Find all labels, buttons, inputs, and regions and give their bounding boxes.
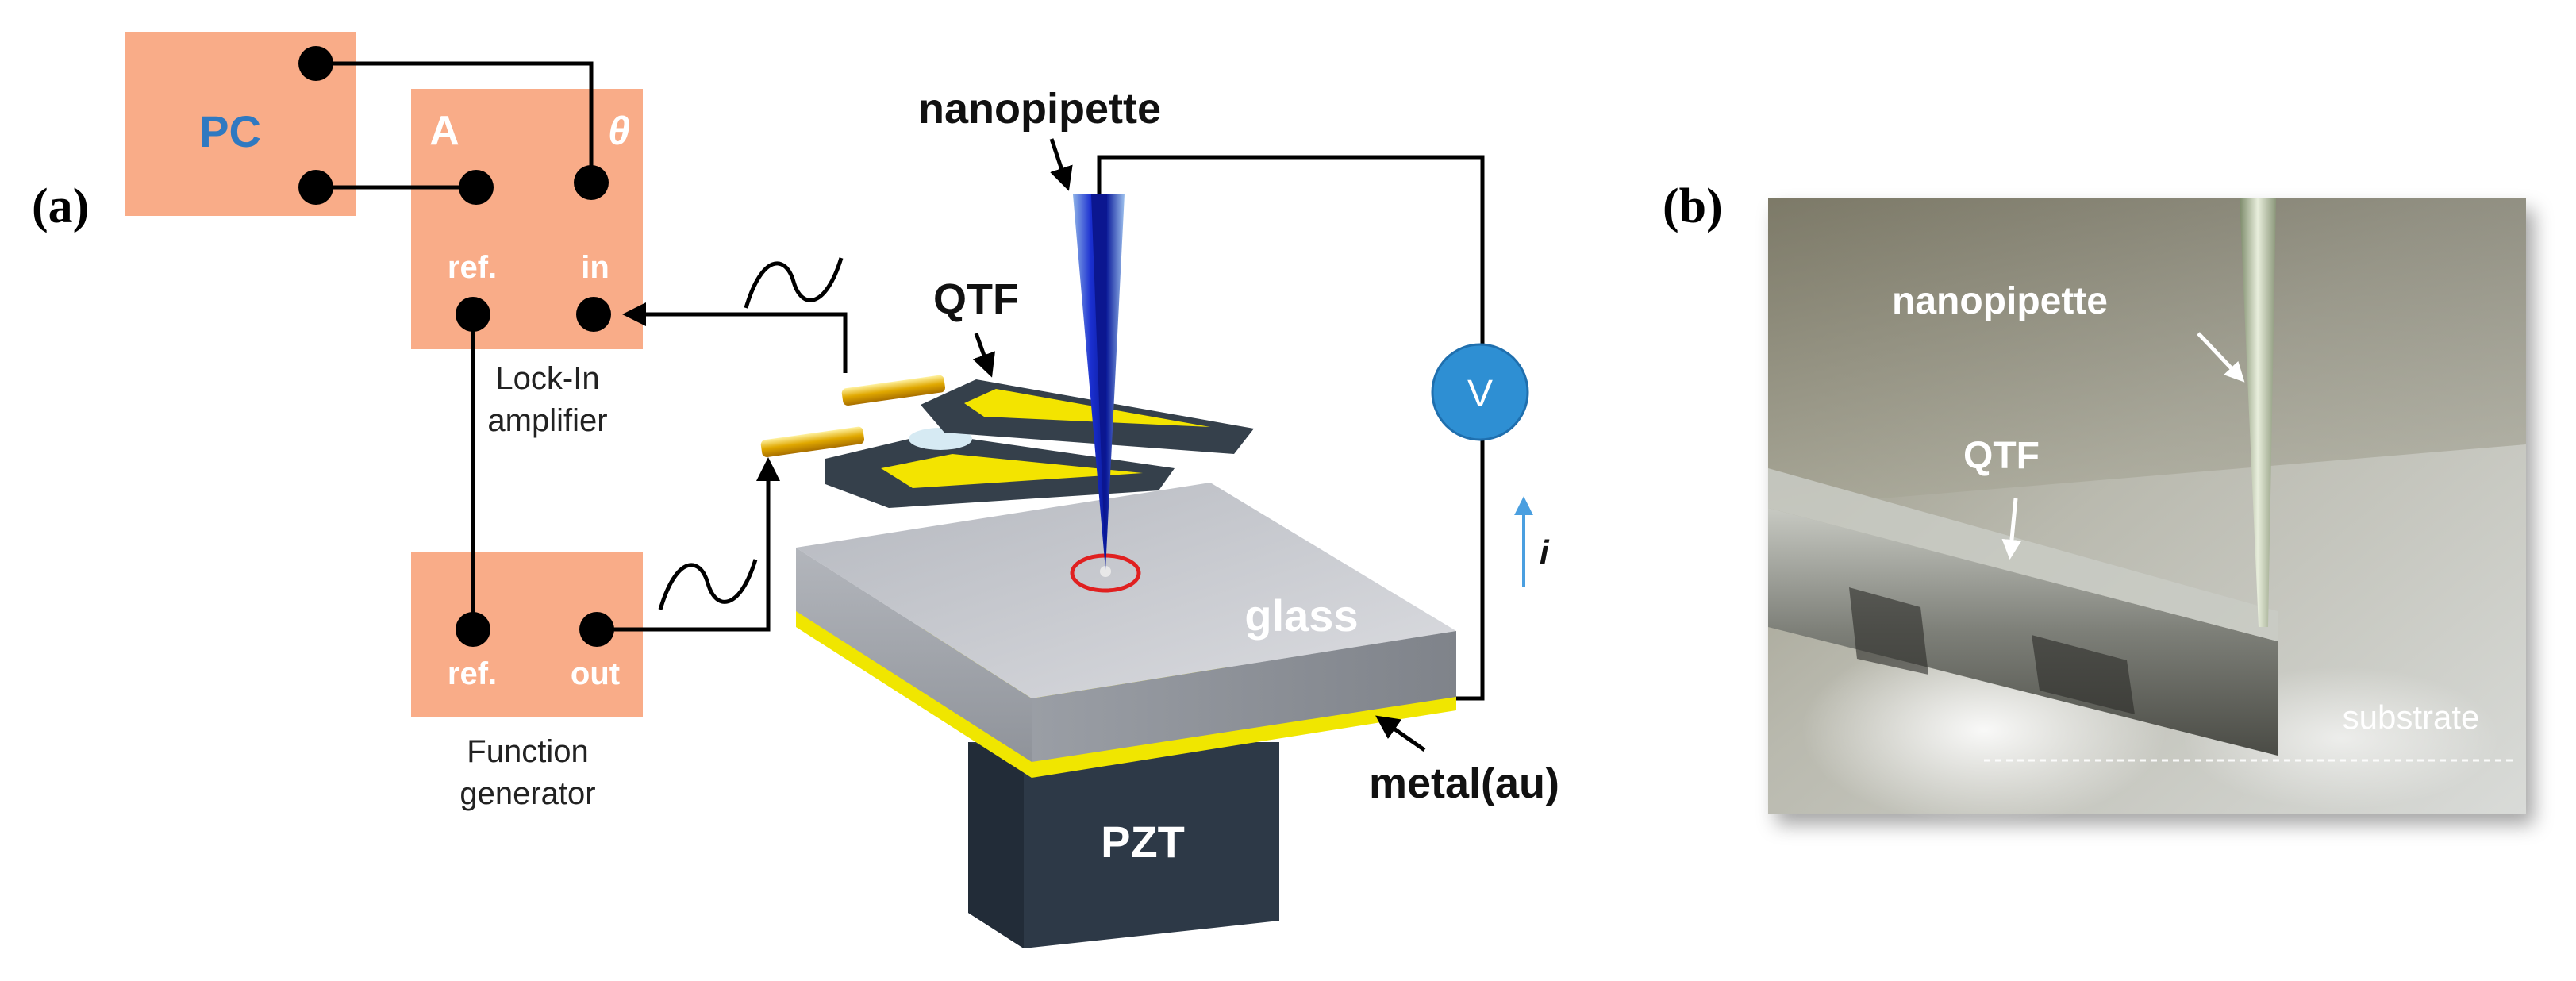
voltmeter: V (1431, 343, 1529, 441)
pzt-label: PZT (1101, 817, 1185, 867)
pc-label: PC (199, 106, 261, 156)
nanopipette-pointer (1049, 138, 1073, 191)
wire-qtf-in (622, 302, 848, 373)
tip-contact-point (1100, 566, 1111, 577)
glass-label: glass (1244, 591, 1358, 641)
metal-label: metal(au) (1369, 760, 1559, 807)
lockin-in-label: in (581, 250, 609, 285)
photo-pipette (2240, 198, 2276, 627)
current-label: i (1540, 533, 1550, 571)
pzt-block: PZT (968, 742, 1279, 948)
qtf-pointer (972, 333, 995, 378)
sine-wave-lower (658, 559, 758, 610)
sine-wave-upper (744, 257, 844, 309)
fg-caption-2: generator (459, 776, 595, 811)
lockin-caption-1: Lock-In (495, 361, 599, 396)
photo-qtf-label: QTF (1963, 435, 2040, 477)
photo-qtf-body (1768, 508, 2278, 756)
qtf-label: QTF (933, 275, 1019, 323)
function-generator-box: ref. out (411, 552, 643, 717)
wire-out-qtf (597, 457, 780, 632)
photo-content (1768, 198, 2526, 825)
nanopipette-drawing (1073, 194, 1125, 570)
lockin-ref-label: ref. (448, 250, 497, 285)
lockin-theta-label: θ (608, 109, 630, 153)
fg-ref-label: ref. (448, 656, 497, 691)
metal-pointer (1375, 715, 1426, 752)
panel-a-label: (a) (32, 179, 89, 233)
photo-nanopipette-pointer (2197, 332, 2245, 383)
wire-pc-theta (316, 61, 594, 183)
nanopipette-label: nanopipette (918, 85, 1161, 133)
lockin-port-in (576, 297, 611, 332)
photo-substrate-label: substrate (2343, 698, 2480, 736)
qtf-prong-lower (760, 426, 1175, 508)
fg-caption-1: Function (467, 734, 588, 769)
photo-qtf-pointer (2001, 498, 2022, 560)
photo-nanopipette-label: nanopipette (1892, 280, 2108, 322)
lockin-a-label: A (429, 108, 459, 154)
lockin-caption-2: amplifier (487, 403, 607, 438)
lockin-box: A θ ref. in (411, 89, 643, 349)
voltmeter-label: V (1467, 373, 1493, 415)
glass-slab: glass (796, 483, 1456, 762)
fg-out-label: out (571, 656, 620, 691)
panel-b-label: (b) (1663, 179, 1723, 233)
qtf-prong-upper (841, 375, 1254, 454)
